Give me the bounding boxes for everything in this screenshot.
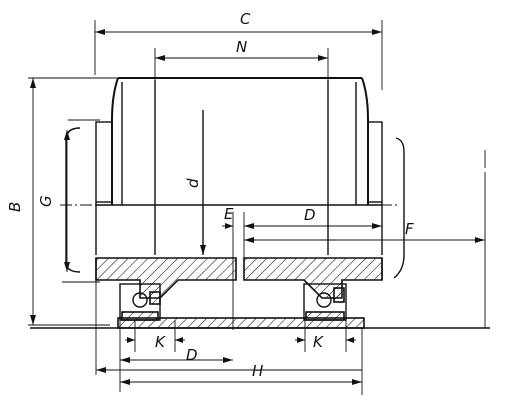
label-n: N xyxy=(236,38,247,56)
label-e: E xyxy=(224,205,234,223)
label-h: H xyxy=(252,362,263,380)
dimension-g: G xyxy=(37,119,100,283)
cylinder-body xyxy=(95,77,405,279)
label-d-top: D xyxy=(304,206,316,224)
base-rail xyxy=(30,317,490,329)
label-d-bottom: D xyxy=(186,346,198,364)
dimension-k-right: K xyxy=(295,320,356,352)
label-g: G xyxy=(37,195,55,207)
label-k-right: K xyxy=(313,333,324,351)
label-k-left: K xyxy=(155,333,166,351)
label-c: C xyxy=(240,10,251,28)
label-b: B xyxy=(6,202,24,212)
dimension-n: N xyxy=(154,38,329,80)
dimension-h: H xyxy=(95,280,363,395)
dimension-d: d xyxy=(184,110,206,255)
dimension-k-left: K xyxy=(125,320,185,352)
dimension-f: F xyxy=(244,172,486,328)
dimension-d-bottom: D xyxy=(119,318,233,392)
dimension-c: C xyxy=(94,10,383,90)
dimension-d-top: D xyxy=(244,206,382,229)
label-d: d xyxy=(184,178,202,188)
label-f: F xyxy=(405,220,414,238)
